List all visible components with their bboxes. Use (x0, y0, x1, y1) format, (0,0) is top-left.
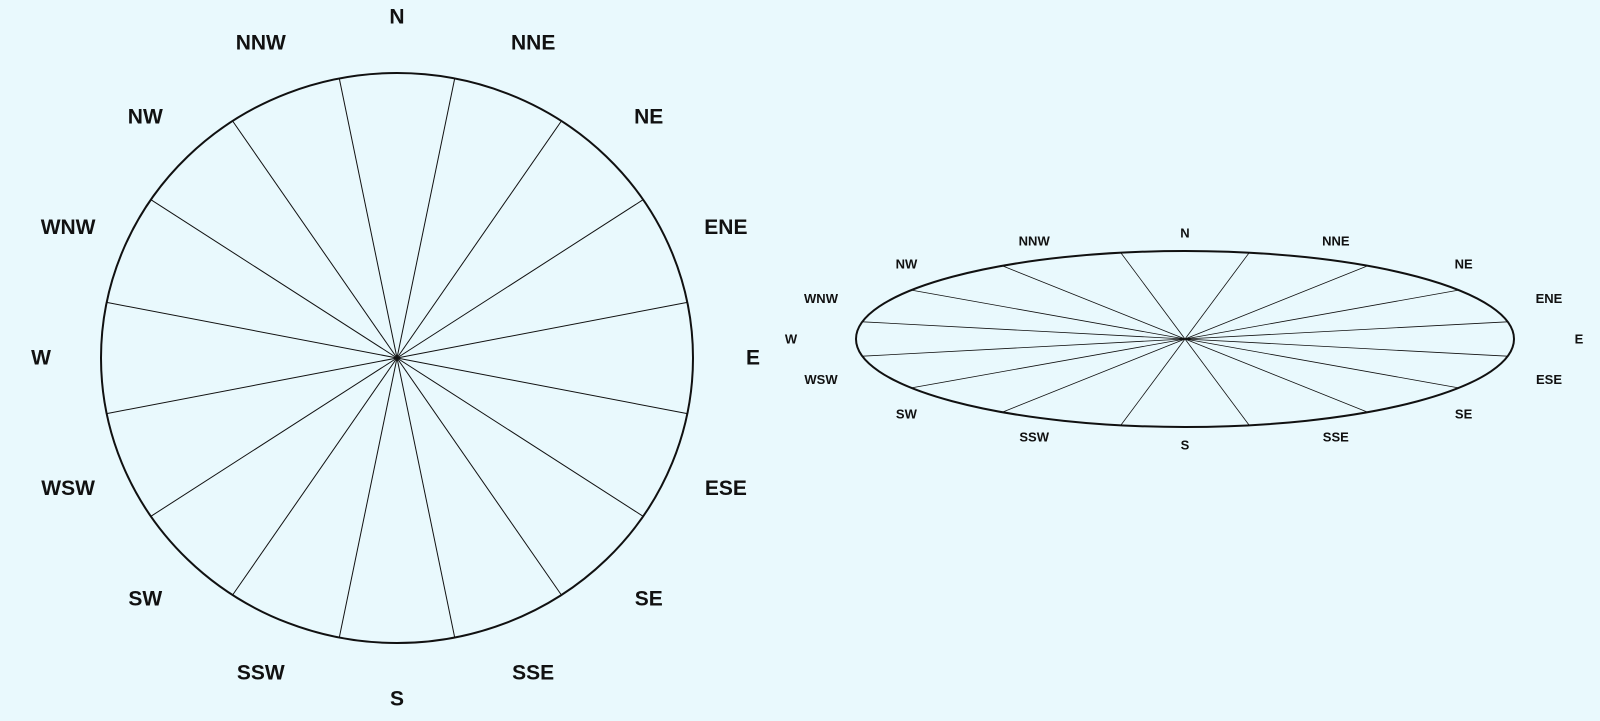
direction-label-sse: SSE (1323, 429, 1349, 444)
sector-divider-line (396, 357, 644, 517)
direction-label-wsw: WSW (804, 372, 838, 387)
sector-divider-line (396, 199, 644, 359)
direction-label-sw: SW (128, 588, 162, 611)
sector-divider-line (862, 321, 1186, 340)
sector-divider-line (396, 357, 456, 638)
sector-divider-line (1184, 265, 1368, 340)
direction-label-wsw: WSW (41, 477, 95, 500)
direction-label-ene: ENE (704, 216, 747, 239)
direction-label-se: SE (635, 588, 663, 611)
direction-label-ssw: SSW (237, 662, 285, 685)
sector-divider-line (396, 301, 688, 359)
direction-label-nne: NNE (1322, 234, 1350, 249)
sector-divider-line (1002, 265, 1186, 340)
direction-label-nnw: NNW (1019, 234, 1051, 249)
direction-label-sw: SW (896, 407, 918, 422)
direction-label-se: SE (1455, 407, 1473, 422)
sector-divider-line (911, 338, 1186, 389)
direction-label-n: N (1180, 226, 1189, 241)
compass-rim (100, 72, 694, 644)
sector-divider-line (1002, 338, 1186, 413)
sector-divider-line (396, 120, 562, 359)
sector-divider-line (232, 357, 398, 596)
direction-label-nw: NW (128, 105, 163, 128)
sector-divider-line (1120, 252, 1186, 340)
direction-label-s: S (1181, 438, 1190, 453)
sector-divider-line (106, 301, 398, 359)
sector-divider-line (1184, 338, 1508, 357)
direction-label-wnw: WNW (41, 216, 96, 239)
direction-label-sse: SSE (512, 662, 554, 685)
direction-label-ssw: SSW (1019, 429, 1049, 444)
sector-divider-line (1184, 338, 1459, 389)
sector-divider-line (396, 357, 688, 415)
sector-divider-line (396, 78, 456, 359)
direction-label-nnw: NNW (236, 32, 286, 55)
sector-divider-line (1184, 338, 1368, 413)
sector-divider-line (338, 78, 398, 359)
direction-label-wnw: WNW (804, 291, 839, 306)
direction-label-s: S (390, 688, 404, 711)
direction-label-nne: NNE (511, 32, 555, 55)
sector-divider-line (862, 338, 1186, 357)
direction-label-e: E (746, 347, 760, 370)
direction-label-w: W (31, 347, 51, 370)
sector-divider-line (232, 120, 398, 359)
sector-divider-line (1184, 321, 1508, 340)
sector-divider-line (338, 357, 398, 638)
direction-label-w: W (785, 332, 798, 347)
sector-divider-line (396, 357, 562, 596)
direction-label-n: N (389, 6, 404, 29)
sector-divider-line (1184, 289, 1459, 340)
elliptical-compass-rose: N NNE NE ENE E ESE SE SSE S SSW SW WSW W WNW NW NNW (785, 226, 1584, 453)
sector-divider-line (1184, 338, 1250, 426)
direction-label-ne: NE (1455, 257, 1473, 272)
circular-compass-rose: N NNE NE ENE E ESE SE SSE S SSW SW WSW W WNW NW NNW (31, 6, 760, 711)
direction-label-nw: NW (896, 257, 918, 272)
direction-label-ene: ENE (1536, 291, 1563, 306)
direction-label-ese: ESE (1536, 372, 1562, 387)
direction-label-ese: ESE (705, 477, 747, 500)
direction-label-e: E (1575, 332, 1584, 347)
sector-divider-line (911, 289, 1186, 340)
compass-rim (855, 250, 1515, 428)
direction-label-ne: NE (634, 105, 663, 128)
sector-divider-line (1120, 338, 1186, 426)
sector-divider-line (150, 199, 398, 359)
sector-divider-line (150, 357, 398, 517)
sector-divider-line (106, 357, 398, 415)
sector-divider-line (1184, 252, 1250, 340)
